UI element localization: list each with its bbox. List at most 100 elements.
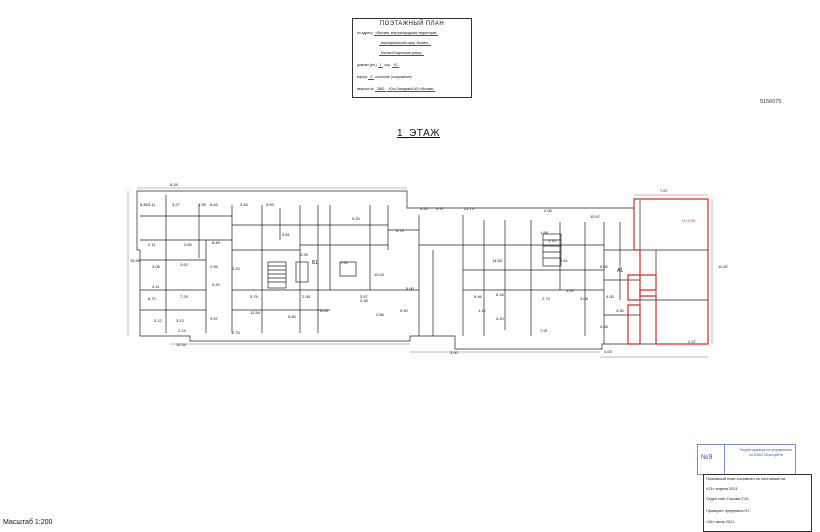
date2-month: июля [715, 520, 725, 524]
room-label: 4.30 [606, 294, 615, 299]
room-label: 3.79 [250, 294, 259, 299]
room-label: 3.27 [172, 202, 181, 207]
room-label: 3.11 [152, 284, 160, 289]
room-label: 3.35 [198, 202, 207, 207]
room-label: 2.61 [560, 258, 569, 263]
floor-label-text: 1_ЭТАЖ [397, 128, 440, 139]
room-label: 4.30 [616, 308, 625, 313]
signer1-label: Отдел снят [706, 497, 726, 501]
room-label: 9.40 [400, 308, 409, 313]
room-label: 7.67 [660, 188, 669, 193]
building-field: корпус 2 строение (сооружение) [357, 75, 412, 80]
room-label: 5.81 [282, 232, 291, 237]
date1-row: «21» апреля 2021 [706, 487, 738, 491]
room-label: 2.14 [178, 328, 187, 333]
room-label: 10.97 [590, 214, 601, 219]
signer2-row: Проверил Чупрунина Н.Г. [706, 509, 751, 513]
room-label: 2.47 [688, 339, 697, 344]
signer2-label: Проверил [706, 509, 724, 513]
room-label: 4.68 [600, 324, 609, 329]
floor-label: 1_ЭТАЖ [397, 128, 440, 139]
house-field: домовл.(вл.) 1 кор. 10 [357, 63, 400, 68]
room-label: 8.26 [170, 182, 179, 187]
room-label: 2.20 [232, 266, 241, 271]
room-label: 3.11 [148, 202, 156, 207]
room-label: 3.59 [266, 202, 275, 207]
room-label: 21.73 [464, 206, 475, 211]
room-label: 4.39 [300, 252, 309, 257]
korp-value: 10 [391, 63, 400, 68]
room-label: 2.08 [302, 294, 311, 299]
section-mark: А1 [617, 268, 623, 274]
signature-header: Поэтажный план составлен по состоянию на [706, 477, 786, 481]
room-label: 3.46 [240, 202, 249, 207]
room-label: 1.70 [548, 238, 557, 243]
structure-label: строение (сооружение) [375, 75, 412, 79]
building-label: корпус [357, 75, 368, 79]
date2-row: «26» июля 2021 [706, 520, 735, 524]
signer1-row: Отдел снят Сасова Л.Ю. [706, 497, 749, 501]
room-label: 10.87 [718, 264, 729, 269]
room-label: 5.75 [396, 228, 405, 233]
address-field: по адресу г.Москва, внутригородская терр… [357, 31, 439, 36]
room-label: 1.20 [566, 288, 575, 293]
room-label: 1.88 [540, 230, 549, 235]
room-label: 8.70 [148, 296, 157, 301]
date1-day: 21 [708, 487, 713, 491]
scale-label: Масштаб 1:200 [3, 519, 53, 526]
room-label: 6.46 [474, 294, 483, 299]
district-ao-value: Юго-Западный АО г.Москвы [387, 87, 436, 92]
room-label: 2.69 [184, 242, 193, 247]
room-label: 5.60 [288, 314, 297, 319]
house-label: домовл.(вл.) [357, 63, 377, 67]
highlight-area-label: Н=3.05 [682, 218, 696, 223]
room-label: 2.88 [376, 312, 385, 317]
room-label: 9.37 [436, 206, 445, 211]
room-label: 6.63 [210, 202, 219, 207]
room-label: 15.95 [130, 258, 141, 263]
room-label: 1.12 [478, 308, 487, 313]
room-label: 5.00 [600, 264, 609, 269]
building-value: 2 [368, 75, 375, 80]
room-label: 7.91 [540, 328, 549, 333]
address-value: г.Москва, внутригородская территория [373, 31, 439, 36]
room-label: 5.90 [406, 286, 415, 291]
room-label: 3.13 [176, 318, 185, 323]
room-label: 8.45 [212, 240, 221, 245]
room-label: 2.95 [210, 264, 219, 269]
district-value: муниципальный округ Зюзино, [379, 41, 432, 46]
room-label: 3.00 [450, 350, 459, 355]
room-label: 10.00 [374, 272, 385, 277]
room-label: 4.20 [496, 316, 505, 321]
date2-year: 2021 [725, 520, 735, 524]
room-label: 9.20 [352, 216, 361, 221]
room-label: 4.20 [420, 206, 429, 211]
room-label: 6.25 [320, 308, 329, 313]
stamp-divider [724, 445, 725, 474]
signature-block: Поэтажный план составлен по состоянию на… [703, 474, 812, 532]
room-label: 14.60 [492, 258, 503, 263]
street-value: Малая Юшуньская улица, [379, 51, 425, 56]
room-label: 3.12 [154, 318, 163, 323]
section-mark: Б1 [312, 260, 318, 266]
signer1-name: Сасова Л.Ю. [726, 497, 750, 501]
street-field: Малая Юшуньская улица, [379, 51, 425, 56]
room-label: 3.92 [180, 262, 189, 267]
block-value: 3562 [374, 87, 387, 92]
room-label: 2.76 [232, 330, 241, 335]
date1-year: 2021 [729, 487, 738, 491]
room-label: 3.08 [580, 296, 589, 301]
signer2-name: Чупрунина Н.Г. [724, 509, 751, 513]
room-label: 7.92 [340, 260, 349, 265]
bti-stamp: №9 Территориальное управление по ЮАО Мос… [697, 444, 796, 475]
date2-day: 26 [708, 520, 713, 524]
district-field: муниципальный округ Зюзино, [379, 41, 432, 46]
stamp-text: Территориальное управление по ЮАО Мосгор… [739, 448, 793, 457]
room-label: 4.00 [604, 349, 613, 354]
block-field: квартал № 3562 Юго-Западный АО г.Москвы [357, 87, 436, 92]
room-label: 7.29 [180, 294, 189, 299]
room-label: 2.73 [542, 296, 551, 301]
highlighted-premises [627, 198, 709, 345]
house-value: 1 [377, 63, 384, 68]
